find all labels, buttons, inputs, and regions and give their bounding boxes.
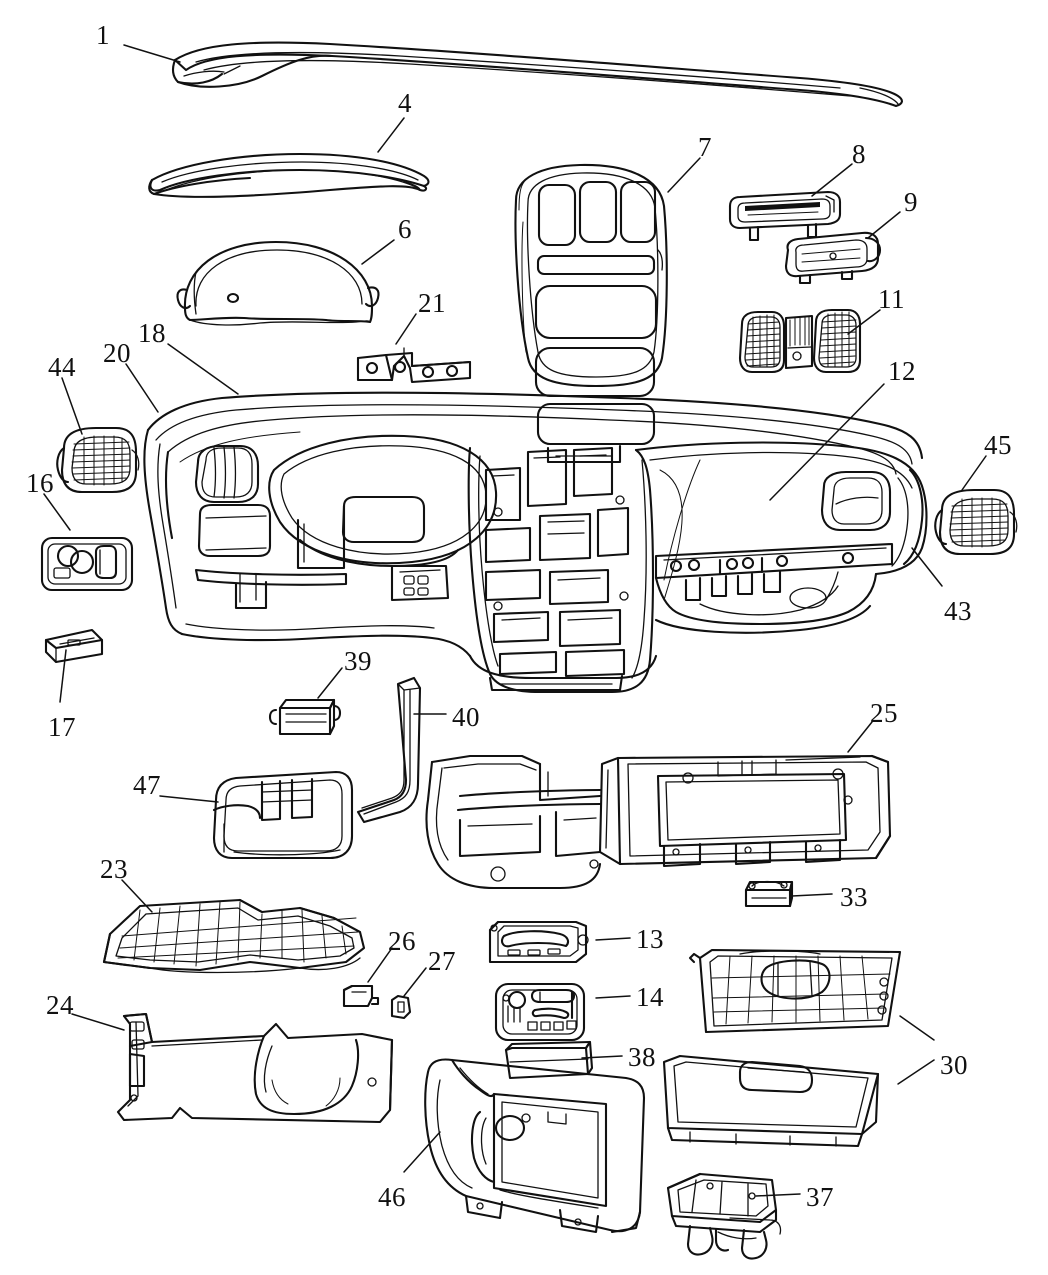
part-11-center-defroster-outlet-duo — [738, 308, 862, 374]
part-4-defroster-grille-molding — [148, 152, 430, 199]
part-17-switch-blank-cover — [44, 628, 104, 664]
callout-number-39: 39 — [344, 646, 372, 676]
callout-number-38: 38 — [628, 1042, 656, 1072]
callout-number-30: 30 — [940, 1050, 968, 1080]
part-24-steering-column-lower-shroud — [116, 1012, 394, 1124]
callout-number-21: 21 — [418, 288, 446, 318]
callout-number-46: 46 — [378, 1182, 406, 1212]
callout-number-8: 8 — [852, 139, 866, 169]
part-9-lower-switch-module — [784, 231, 882, 285]
part-26-retainer-clip — [342, 984, 380, 1008]
part-12-instrument-panel-main-assembly — [143, 391, 928, 694]
part-27-grommet-plug — [390, 994, 412, 1020]
part-47-knee-bolster-shield — [212, 770, 354, 860]
callout-number-1: 1 — [96, 20, 110, 50]
part-46-center-console-lower-bezel — [424, 1058, 646, 1234]
part-8-upper-switch-module — [728, 190, 842, 242]
part-33-glove-box-latch-striker — [744, 880, 794, 908]
callout-number-6: 6 — [398, 214, 412, 244]
callout-number-14: 14 — [636, 982, 664, 1012]
callout-number-43: 43 — [944, 596, 972, 626]
callout-number-23: 23 — [100, 854, 128, 884]
part-25-glove-box-door-frame — [425, 754, 892, 890]
callout-number-16: 16 — [26, 468, 54, 498]
callout-number-24: 24 — [46, 990, 74, 1020]
part-37-cup-holder-insert — [666, 1172, 782, 1260]
callout-number-11: 11 — [878, 284, 905, 314]
callout-number-45: 45 — [984, 430, 1012, 460]
callout-number-26: 26 — [388, 926, 416, 956]
part-21-mounting-bracket-strip — [356, 347, 472, 384]
part-1-windshield-garnish-molding — [171, 41, 903, 108]
part-38-radio-opening-filler-panel — [504, 1040, 594, 1080]
callout-number-12: 12 — [888, 356, 916, 386]
callout-number-7: 7 — [698, 132, 712, 162]
callout-number-17: 17 — [48, 712, 76, 742]
callout-number-18: 18 — [138, 318, 166, 348]
part-6-cluster-hood-cover — [176, 240, 380, 326]
callout-number-25: 25 — [870, 698, 898, 728]
part-16-headlamp-switch-assembly — [40, 536, 134, 592]
part-30-glove-box-bin-and-door — [662, 948, 902, 1148]
part-14-hvac-control-head — [494, 982, 586, 1042]
part-45-right-side-defroster-outlet — [934, 488, 1018, 556]
callout-number-40: 40 — [452, 702, 480, 732]
callout-number-9: 9 — [904, 187, 918, 217]
callout-number-47: 47 — [133, 770, 161, 800]
part-44-left-side-defroster-outlet — [56, 426, 140, 494]
callout-number-44: 44 — [48, 352, 76, 382]
part-39-small-latch-bracket — [268, 698, 342, 736]
callout-number-33: 33 — [840, 882, 868, 912]
part-13-auxiliary-switch-bank — [488, 920, 589, 964]
part-40-defroster-duct-elbow — [356, 676, 422, 824]
part-23-lower-reinforcement-grid-panel — [102, 898, 366, 974]
callout-number-20: 20 — [103, 338, 131, 368]
callout-leader-lines — [43, 44, 987, 1197]
part-7-center-speaker-grille-bezel — [514, 163, 668, 464]
callout-number-27: 27 — [428, 946, 456, 976]
callout-number-37: 37 — [806, 1182, 834, 1212]
callout-number-4: 4 — [398, 88, 412, 118]
callout-number-13: 13 — [636, 924, 664, 954]
